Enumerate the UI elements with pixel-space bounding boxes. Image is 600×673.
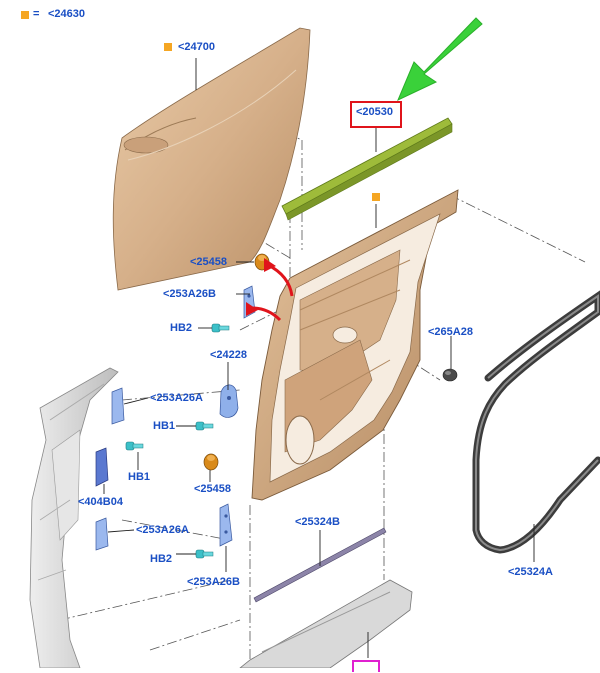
legend-ref-label[interactable]: <24630 [48, 8, 86, 20]
label-bolt-upper[interactable]: HB2 [170, 322, 193, 334]
outer-door-panel [112, 27, 311, 291]
bolt-hb2-lower [195, 549, 214, 559]
belt-weatherstrip [281, 117, 453, 221]
label-door-opening-seal[interactable]: <25324A [508, 566, 553, 578]
label-bumper-upper[interactable]: <25458 [190, 256, 228, 268]
label-pillar-bolt[interactable]: HB1 [128, 471, 151, 483]
b-pillar [29, 367, 119, 669]
label-outer-panel[interactable]: <24700 [178, 41, 216, 53]
label-bumper-lower[interactable]: <25458 [194, 483, 232, 495]
label-plug[interactable]: <265A28 [428, 326, 473, 338]
pillar-hinge-lower [95, 517, 109, 551]
label-hinge-upper[interactable]: <253A26B [163, 288, 216, 300]
label-hinge-lower[interactable]: <253A26B [187, 576, 240, 588]
plug-265a28 [442, 368, 458, 382]
magenta-callout-box [352, 660, 380, 672]
bumper-lower [203, 453, 219, 471]
check-strap [219, 384, 239, 418]
label-belt-weatherstrip[interactable]: <20530 [356, 106, 394, 118]
label-pillar-hinge-upper[interactable]: <253A26A [150, 392, 203, 404]
label-lower-seal[interactable]: <25324B [295, 516, 340, 528]
bolt-hb1-pillar [125, 441, 144, 451]
bolt-hb2-upper [211, 323, 230, 333]
bolt-hb1-check [195, 421, 214, 431]
red-arrowheads [246, 258, 276, 316]
label-pillar-check-bracket[interactable]: <404B04 [78, 496, 123, 508]
legend-marker-icon [21, 11, 29, 19]
orange-markers [164, 43, 380, 201]
legend-equals: = [33, 8, 40, 20]
highlight-box [350, 101, 402, 128]
pillar-check-bracket [95, 447, 109, 487]
label-pillar-hinge-lower[interactable]: <253A26A [136, 524, 189, 536]
green-pointer-arrow [397, 17, 483, 102]
door-opening-seal [472, 290, 600, 554]
door-hinge-lower [219, 503, 233, 547]
label-bolt-check[interactable]: HB1 [153, 420, 176, 432]
inner-door-frame [251, 189, 459, 501]
leader-lines [103, 58, 535, 658]
label-bolt-lower[interactable]: HB2 [150, 553, 173, 565]
pillar-hinge-upper [111, 387, 125, 425]
label-check-strap[interactable]: <24228 [210, 349, 248, 361]
